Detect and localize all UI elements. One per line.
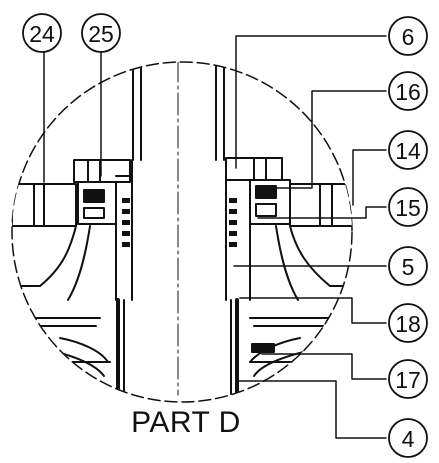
- section-view: [12, 62, 352, 397]
- bore-walls: [116, 298, 239, 397]
- label-17: 17: [395, 367, 421, 393]
- balloon-4: [388, 418, 428, 458]
- balloon-14: [388, 130, 428, 170]
- left-packing-rings: [122, 198, 130, 247]
- leader-17: [261, 353, 387, 380]
- balloon-6: [388, 16, 428, 56]
- label-5: 5: [402, 254, 415, 280]
- detail-caption: PART D: [131, 406, 241, 439]
- leader-6: [235, 35, 387, 169]
- leader-18: [239, 297, 387, 324]
- callout-labels: 24 25 6 16 14 15 5 18 17 4: [29, 21, 421, 452]
- body-contours: [12, 317, 352, 377]
- balloon-25: [81, 13, 121, 53]
- leader-4: [237, 380, 387, 439]
- balloon-5: [388, 246, 428, 286]
- label-6: 6: [402, 24, 415, 50]
- label-14: 14: [395, 138, 421, 164]
- label-15: 15: [395, 195, 421, 221]
- label-24: 24: [29, 21, 55, 47]
- right-flange-assembly: [225, 157, 352, 301]
- leader-15: [257, 206, 387, 219]
- detail-boundary-circle: [11, 61, 353, 403]
- balloon-17: [388, 359, 428, 399]
- left-flange-assembly: [12, 159, 133, 301]
- right-packing-rings: [229, 198, 237, 247]
- leader-16: [275, 90, 387, 189]
- label-16: 16: [395, 79, 421, 105]
- stem-walls: [132, 62, 225, 161]
- balloon-24: [22, 13, 62, 53]
- label-25: 25: [88, 21, 114, 47]
- label-4: 4: [402, 426, 415, 452]
- label-18: 18: [395, 311, 421, 337]
- leader-14: [352, 149, 387, 206]
- balloon-18: [388, 303, 428, 343]
- balloon-15: [388, 187, 428, 227]
- balloon-16: [388, 71, 428, 111]
- callout-balloons: [22, 13, 428, 458]
- leader-lines: [43, 35, 387, 439]
